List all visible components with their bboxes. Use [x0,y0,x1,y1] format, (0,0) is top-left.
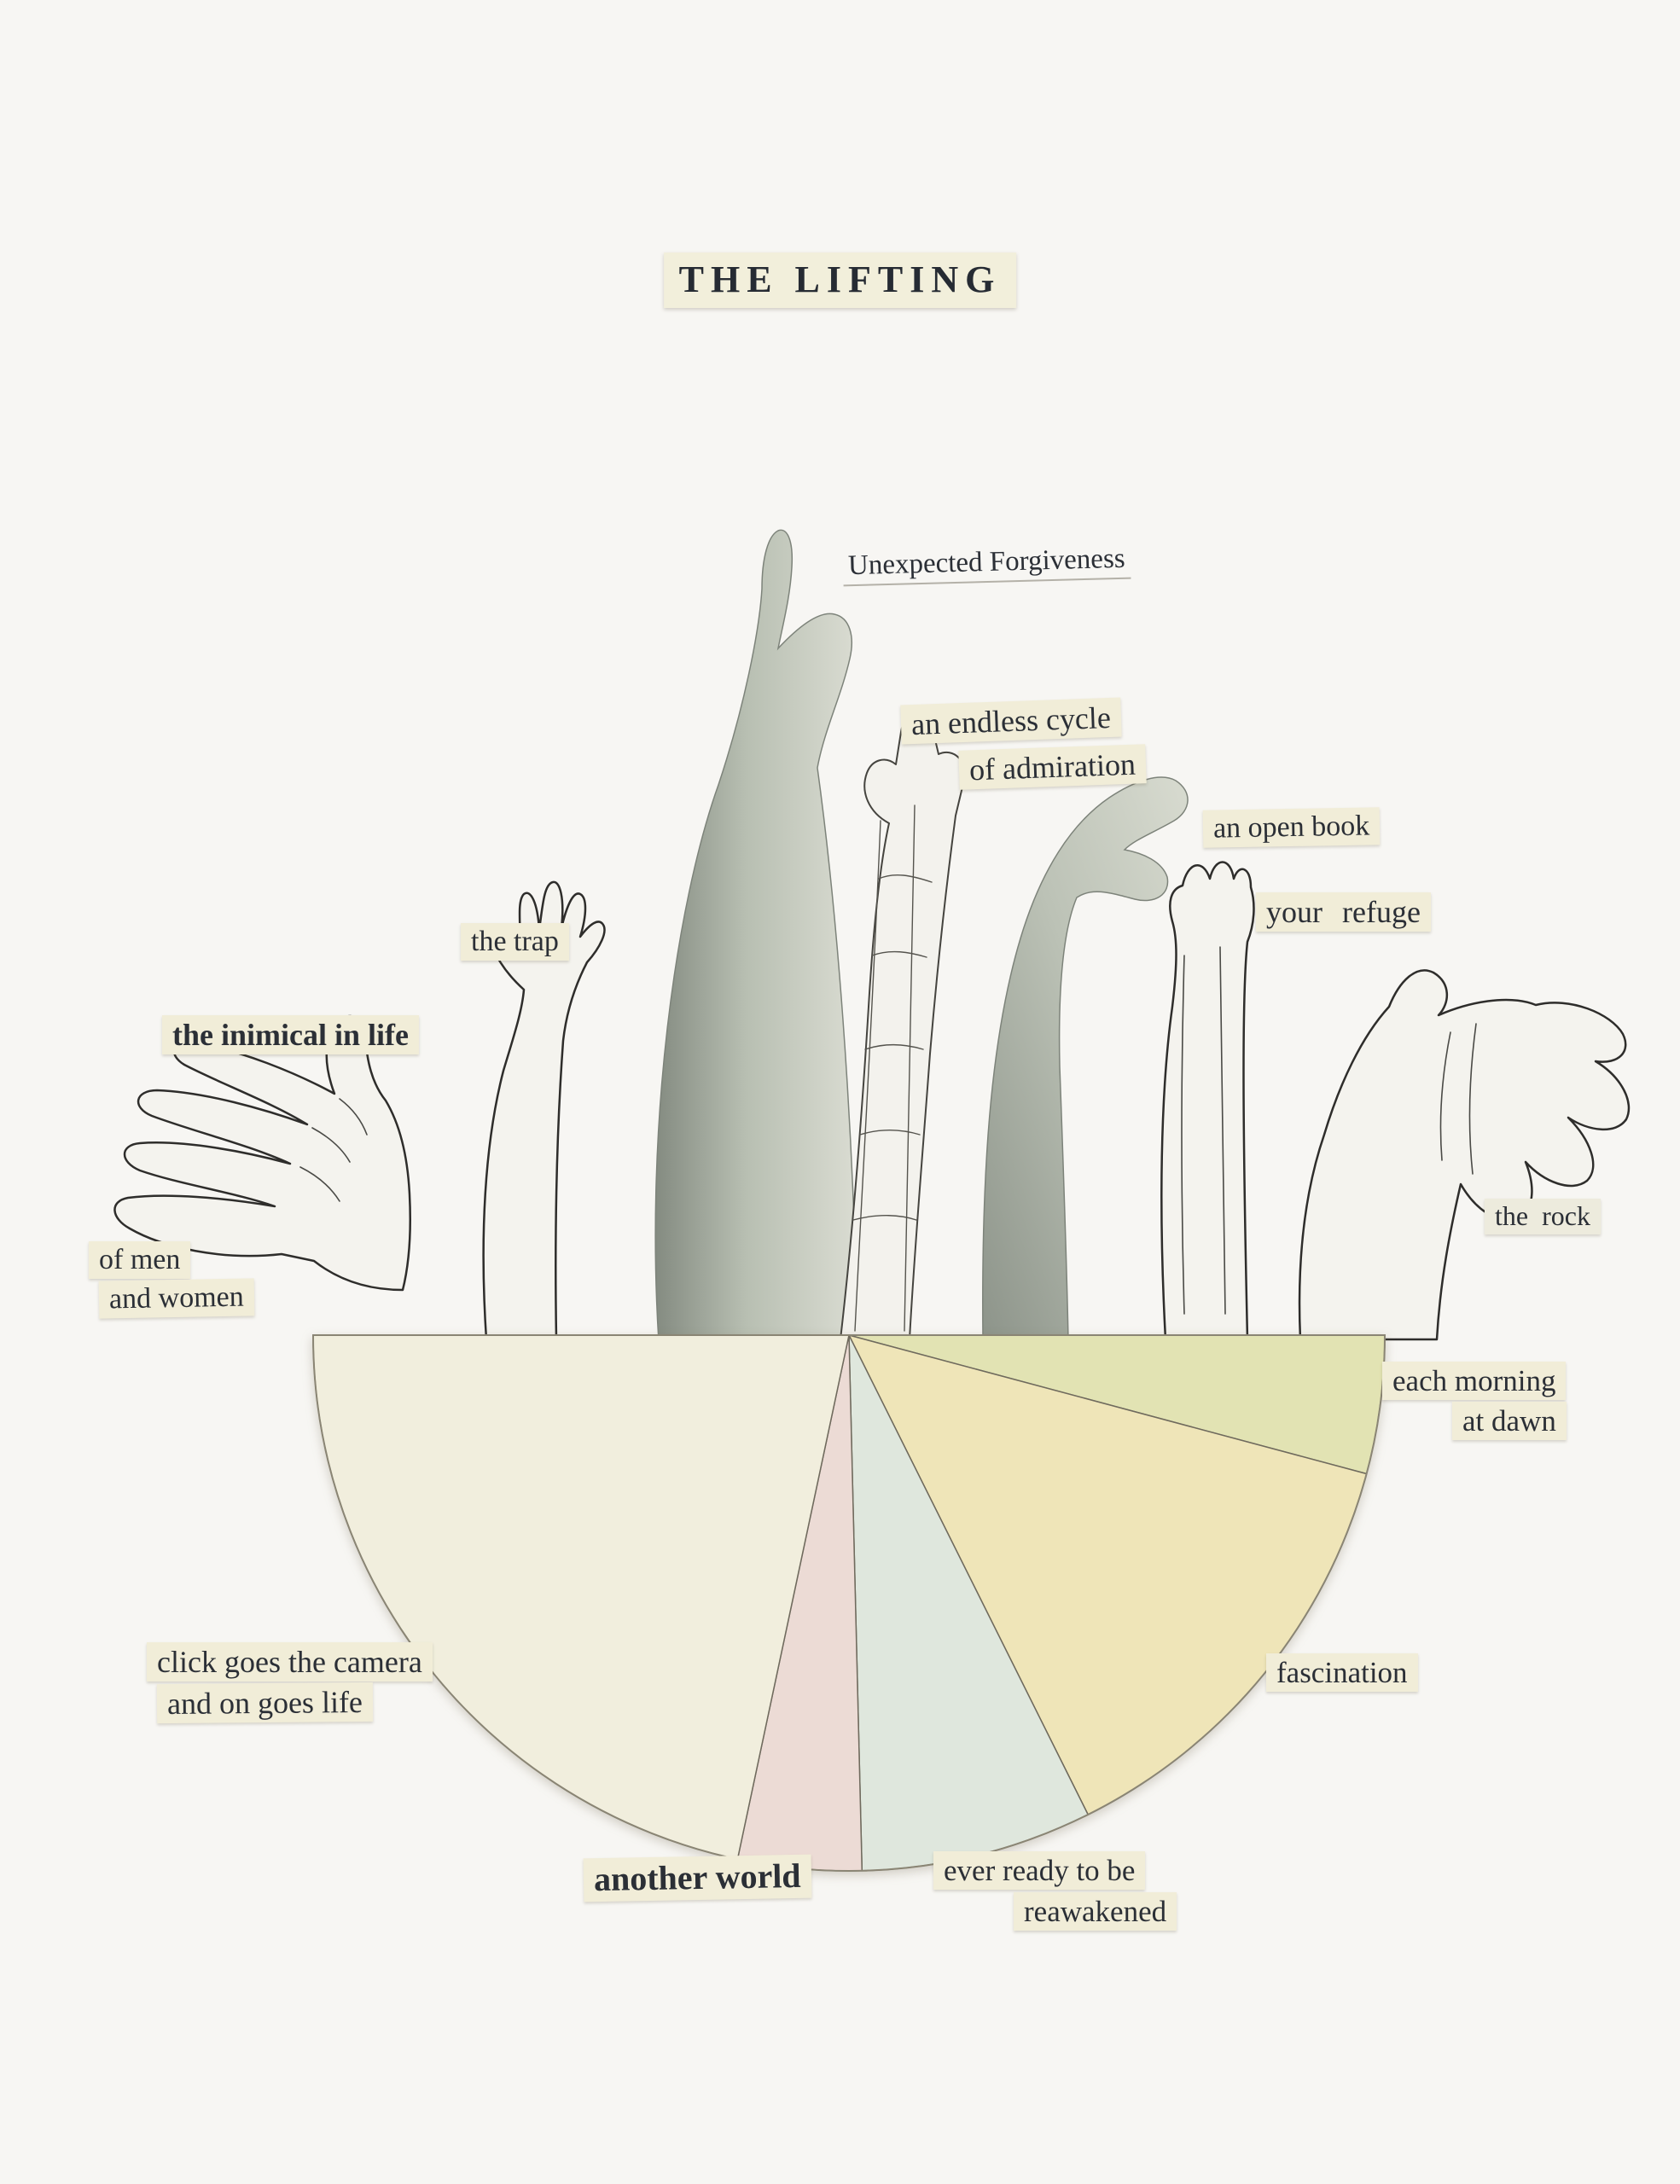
open-fingers-hand [482,880,606,1341]
label-ever-ready-line1: ever ready to be [933,1851,1146,1891]
etched-forearm-hatch [1181,946,1226,1315]
label-fascination: fascination [1266,1653,1418,1693]
etched-forearm [1160,861,1255,1341]
semicircle-outline [311,1334,1386,1872]
semicircle-chart [311,1334,1386,1872]
label-the-rock: the rock [1485,1199,1601,1234]
semicircle-wedges [312,1334,1386,1872]
label-of-men-line2: and women [98,1278,255,1319]
label-another-world: another world [583,1854,812,1902]
grasping-hand-lines [1439,1023,1477,1175]
label-each-morning-line1: each morning [1382,1362,1567,1401]
label-of-men-line1: of men [89,1241,191,1280]
gray-hand-reaching-right [982,776,1189,1340]
label-endless-cycle-line1: an endless cycle [900,697,1122,745]
label-ever-ready-line2: reawakened [1014,1892,1177,1931]
hands-group [113,529,1631,1342]
label-endless-cycle-line2: of admiration [958,744,1147,791]
label-each-morning-line2: at dawn [1452,1402,1567,1441]
label-your-refuge: your refuge [1256,892,1431,932]
label-open-book: an open book [1202,807,1381,848]
draped-hand-knuckles [299,1098,368,1202]
tall-gray-arm [654,529,858,1342]
wireframe-grid [852,804,933,1332]
label-click-camera-line1: click goes the camera [147,1642,433,1682]
label-inimical: the inimical in life [162,1015,419,1055]
page-title: THE LIFTING [663,253,1017,308]
label-unexpected-forgiveness: Unexpected Forgiveness [842,542,1131,587]
label-the-trap: the trap [461,923,569,961]
label-click-camera-line2: and on goes life [156,1682,374,1724]
